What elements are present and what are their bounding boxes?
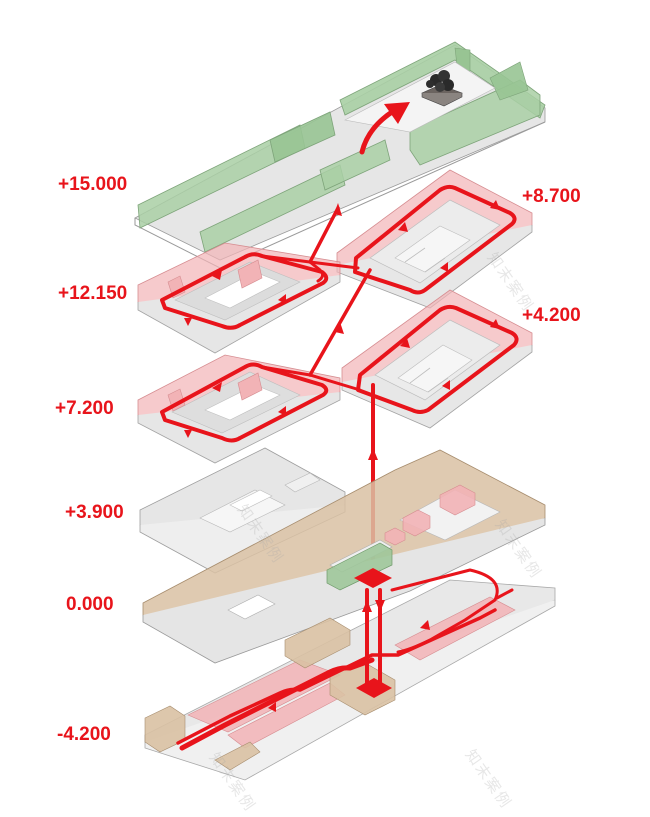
circulation-node-icon [354,568,392,588]
floor-east-level-4200 [341,289,533,429]
level-label-8700: +8.700 [522,186,581,207]
arrow-icon [384,102,410,124]
level-label-3900: +3.900 [65,502,124,523]
floor-roof-garden [134,41,546,269]
level-label-15000: +15.000 [58,174,128,195]
level-label-0000: 0.000 [66,594,114,615]
circulation-node-icon [356,678,392,698]
level-label-12150: +12.150 [58,283,128,304]
level-label-m4200: -4.200 [57,724,111,745]
floor-west-level-3900 [139,447,346,574]
floor-east-level-8700 [336,169,533,309]
basement-circulation [176,568,514,751]
level-label-4200: +4.200 [522,305,581,326]
vertical-circulation [260,203,378,572]
tree-icon [421,70,463,107]
level-label-7200: +7.200 [55,398,114,419]
floor-basement-level [144,579,556,781]
floor-ground-level [142,449,546,664]
floor-west-level-7200 [137,354,341,464]
floor-west-level-12150 [137,242,341,354]
